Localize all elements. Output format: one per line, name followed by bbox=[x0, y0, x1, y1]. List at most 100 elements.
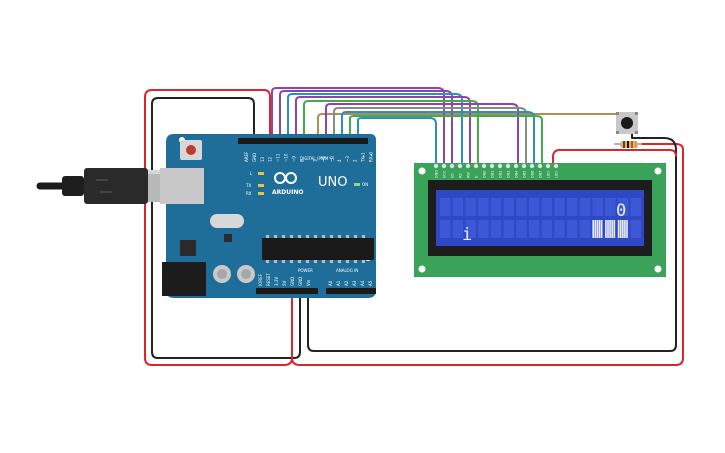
wire-blue-3[interactable] bbox=[357, 117, 437, 164]
lcd-cell bbox=[630, 198, 641, 216]
lcd-pin[interactable] bbox=[553, 163, 559, 169]
lcd-cell bbox=[490, 198, 502, 216]
wire-green-2[interactable] bbox=[349, 115, 543, 164]
lcd-cell bbox=[503, 220, 514, 238]
lcd-pin-label: RW bbox=[467, 172, 471, 178]
arduino-model: UNO bbox=[318, 175, 347, 190]
top-pin-label: 7 bbox=[313, 159, 318, 162]
lcd-bar-segment bbox=[626, 220, 628, 238]
voltage-regulator bbox=[180, 240, 196, 256]
lcd-cell bbox=[478, 198, 489, 216]
lcd-row1-char: 0 bbox=[616, 201, 626, 221]
power-pin-label: IOREF bbox=[258, 273, 263, 286]
analog-pin-label: A1 bbox=[336, 280, 341, 286]
lcd-pin[interactable] bbox=[497, 163, 503, 169]
top-pin-label: TX▸1 bbox=[361, 152, 366, 163]
lcd-row2-char: i bbox=[462, 225, 472, 245]
lcd-pin-label: DB6 bbox=[531, 171, 535, 178]
lcd-bar-segment bbox=[592, 220, 594, 238]
lcd-pin[interactable] bbox=[441, 163, 447, 169]
atmega-chip bbox=[262, 235, 374, 263]
resistor[interactable] bbox=[614, 141, 642, 148]
lcd-cell bbox=[452, 198, 464, 216]
analog-pin-label: A2 bbox=[344, 280, 349, 286]
lcd-pin-label: V0 bbox=[451, 173, 455, 178]
lcd-pin[interactable] bbox=[465, 163, 471, 169]
arduino-brand: ARDUINO bbox=[272, 189, 303, 196]
lcd-pin[interactable] bbox=[489, 163, 495, 169]
lcd-pin[interactable] bbox=[529, 163, 535, 169]
lcd-bar-segment bbox=[605, 220, 607, 238]
lcd-cell bbox=[605, 198, 616, 216]
lcd-pin-label: DB1 bbox=[491, 171, 495, 178]
lcd-cell bbox=[579, 220, 591, 238]
lcd-pin[interactable] bbox=[473, 163, 479, 169]
lcd-cell bbox=[541, 198, 553, 216]
wire-gnd-black-right[interactable] bbox=[307, 133, 677, 352]
lcd-cell bbox=[554, 220, 565, 238]
lcd-bar-segment bbox=[607, 220, 609, 238]
lcd-header-pins bbox=[433, 163, 559, 169]
wire-brown-button[interactable] bbox=[317, 113, 617, 141]
reset-button[interactable] bbox=[180, 140, 202, 160]
lcd-pin-label: DB7 bbox=[539, 171, 543, 178]
lcd-bar-segment bbox=[596, 220, 599, 238]
analog-pin-label: A5 bbox=[368, 280, 373, 286]
analog-pin-label: A0 bbox=[328, 280, 333, 286]
lcd-pin-label: DB2 bbox=[499, 171, 503, 178]
lcd-mount-hole bbox=[418, 167, 426, 175]
lcd-cell bbox=[465, 220, 476, 238]
lcd-cell bbox=[440, 220, 451, 238]
top-pin-label: GND bbox=[252, 153, 257, 162]
lcd-cell bbox=[490, 220, 502, 238]
lcd-pin[interactable] bbox=[433, 163, 439, 169]
push-button[interactable] bbox=[616, 112, 638, 134]
lcd-cell bbox=[528, 220, 540, 238]
top-header-pins bbox=[238, 138, 368, 144]
analog-label: ANALOG IN bbox=[336, 268, 358, 273]
power-header-pins bbox=[256, 288, 318, 294]
lcd-pin[interactable] bbox=[545, 163, 551, 169]
lcd-cell bbox=[516, 220, 527, 238]
lcd-pin[interactable] bbox=[449, 163, 455, 169]
lcd-bar-segment bbox=[624, 220, 626, 238]
lcd-pin[interactable] bbox=[505, 163, 511, 169]
lcd-pin[interactable] bbox=[481, 163, 487, 169]
lcd-cell bbox=[541, 220, 553, 238]
lcd-pin-label: E bbox=[475, 176, 479, 178]
analog-pin-label: A4 bbox=[360, 280, 365, 286]
lcd-mount-hole bbox=[654, 167, 662, 175]
top-pin-label: 2 bbox=[353, 159, 358, 162]
lcd-pin-label: RS bbox=[459, 173, 463, 178]
top-pin-label: 13 bbox=[260, 156, 265, 162]
lcd-cell bbox=[567, 220, 578, 238]
lcd-pin-label: GND bbox=[435, 170, 439, 178]
lcd-cell bbox=[516, 198, 527, 216]
power-pin-label: 3.3V bbox=[274, 277, 279, 286]
top-pin-label: ~3 bbox=[345, 156, 350, 162]
lcd-pin[interactable] bbox=[457, 163, 463, 169]
wire-5v-red-outer[interactable] bbox=[144, 89, 293, 366]
crystal-oscillator bbox=[210, 214, 244, 228]
lcd-bar-segment bbox=[611, 220, 613, 238]
lcd-pin[interactable] bbox=[537, 163, 543, 169]
wire-gnd-black-outer[interactable] bbox=[151, 97, 301, 359]
on-led bbox=[354, 183, 360, 186]
lcd-bar-segment bbox=[622, 220, 624, 238]
digital-label: DIGITAL (PWM ~) bbox=[300, 156, 335, 161]
lcd-mount-hole bbox=[418, 265, 426, 273]
lcd-bar-segment bbox=[594, 220, 597, 238]
led-rx-label: RX bbox=[246, 191, 252, 196]
lcd-pin[interactable] bbox=[521, 163, 527, 169]
lcd-bar-segment bbox=[617, 220, 620, 238]
wire-5v-red-right[interactable] bbox=[291, 143, 684, 366]
lcd-pin[interactable] bbox=[513, 163, 519, 169]
wire-red-lcd-led[interactable] bbox=[552, 149, 677, 164]
top-pin-label: 8 bbox=[299, 159, 304, 162]
lcd-bar-segment bbox=[600, 220, 603, 238]
